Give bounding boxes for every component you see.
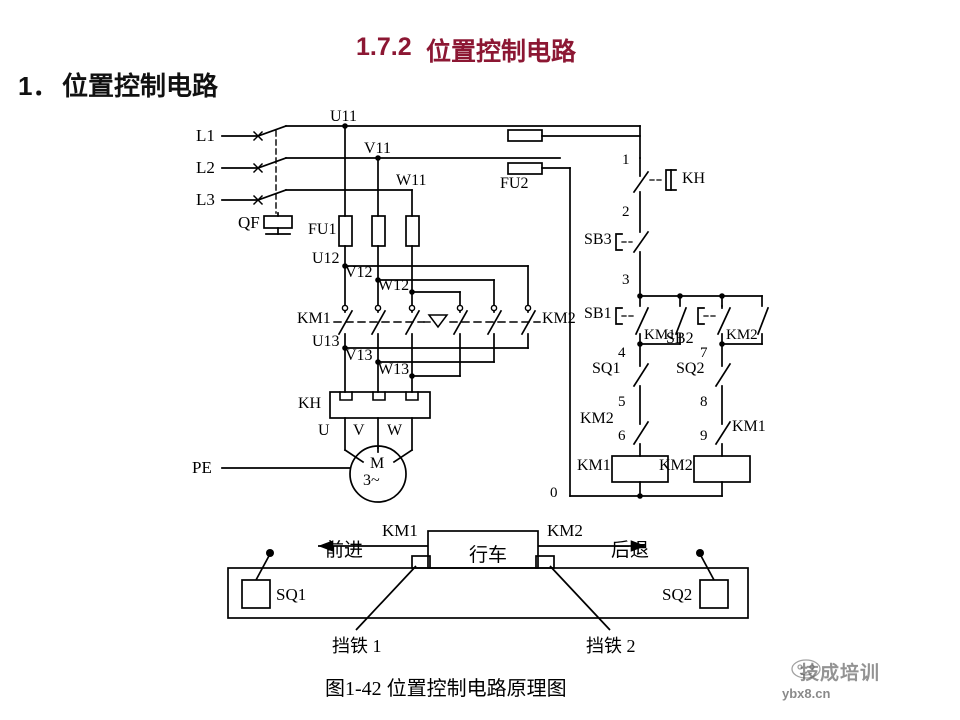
supply-label-l2: L2: [196, 158, 215, 177]
hold-contact-label-km2: KM2: [726, 327, 758, 343]
line-label-w12: W12: [378, 277, 410, 294]
carriage-label: 行车: [469, 545, 508, 566]
mech-limit-switch-label-sq1: SQ1: [276, 585, 307, 604]
overload-contact-label-kh: KH: [682, 170, 706, 187]
node-label-0: 0: [550, 485, 558, 501]
line-label-u12: U12: [312, 250, 340, 267]
section-heading-text: 位置控制电路: [62, 71, 219, 101]
start-button-label-sb2: SB2: [666, 330, 694, 347]
motor-symbol-phase: 3~: [363, 472, 380, 489]
interlock-label-km2: KM2: [580, 410, 614, 427]
hold-contact-label-km1: KM1: [644, 327, 676, 343]
figure-caption: 图1-42 位置控制电路原理图: [325, 678, 567, 700]
direction-label-backward: 后退: [611, 540, 650, 561]
actuator-label-km2: KM2: [547, 521, 583, 540]
title-text: 位置控制电路: [426, 38, 577, 66]
fuse-label-fu1: FU1: [308, 221, 337, 238]
node-label-5: 5: [618, 394, 626, 410]
watermark-logo-icon: [791, 659, 821, 679]
node-label-3: 3: [622, 272, 630, 288]
line-label-u11: U11: [330, 108, 357, 125]
dog-label-2: 挡铁 2: [586, 636, 636, 656]
line-label-u13: U13: [312, 333, 340, 350]
coil-label-km2: KM2: [659, 457, 693, 474]
fuse-label-fu2: FU2: [500, 175, 529, 192]
breaker-label-qf: QF: [238, 213, 260, 232]
node-label-8: 8: [700, 394, 708, 410]
node-label-9: 9: [700, 428, 708, 444]
interlock-label-km1: KM1: [732, 418, 766, 435]
watermark-url: ybx8.cn: [782, 686, 831, 701]
dog-label-1: 挡铁 1: [332, 636, 382, 656]
earth-label-pe: PE: [192, 458, 212, 477]
section-heading-number: 1．: [18, 71, 59, 101]
line-label-v12: V12: [345, 264, 373, 281]
limit-switch-label-sq1: SQ1: [592, 360, 621, 377]
title-number: 1.7.2: [356, 33, 412, 61]
line-label-w13: W13: [378, 361, 410, 378]
motor-terminal-w: W: [387, 422, 403, 439]
limit-switch-label-sq2: SQ2: [676, 360, 705, 377]
motor-symbol-m: M: [370, 455, 385, 472]
actuator-label-km1: KM1: [382, 521, 418, 540]
supply-label-l1: L1: [196, 126, 215, 145]
line-label-v13: V13: [345, 347, 373, 364]
motor-terminal-u: U: [318, 422, 330, 439]
supply-label-l3: L3: [196, 190, 215, 209]
stop-button-label-sb3: SB3: [584, 231, 612, 248]
node-label-2: 2: [622, 204, 630, 220]
start-button-label-sb1: SB1: [584, 305, 612, 322]
node-label-1: 1: [622, 152, 630, 168]
mech-limit-switch-label-sq2: SQ2: [662, 585, 693, 604]
direction-label-forward: 前进: [325, 540, 364, 561]
coil-label-km1: KM1: [577, 457, 611, 474]
thermal-relay-label-kh: KH: [298, 395, 322, 412]
node-label-6: 6: [618, 428, 626, 444]
contactor-label-km2: KM2: [542, 310, 576, 327]
line-label-v11: V11: [364, 140, 391, 157]
line-label-w11: W11: [396, 172, 427, 189]
node-label-4: 4: [618, 345, 626, 361]
node-label-7: 7: [700, 345, 708, 361]
motor-terminal-v: V: [353, 422, 365, 439]
contactor-label-km1: KM1: [297, 310, 331, 327]
